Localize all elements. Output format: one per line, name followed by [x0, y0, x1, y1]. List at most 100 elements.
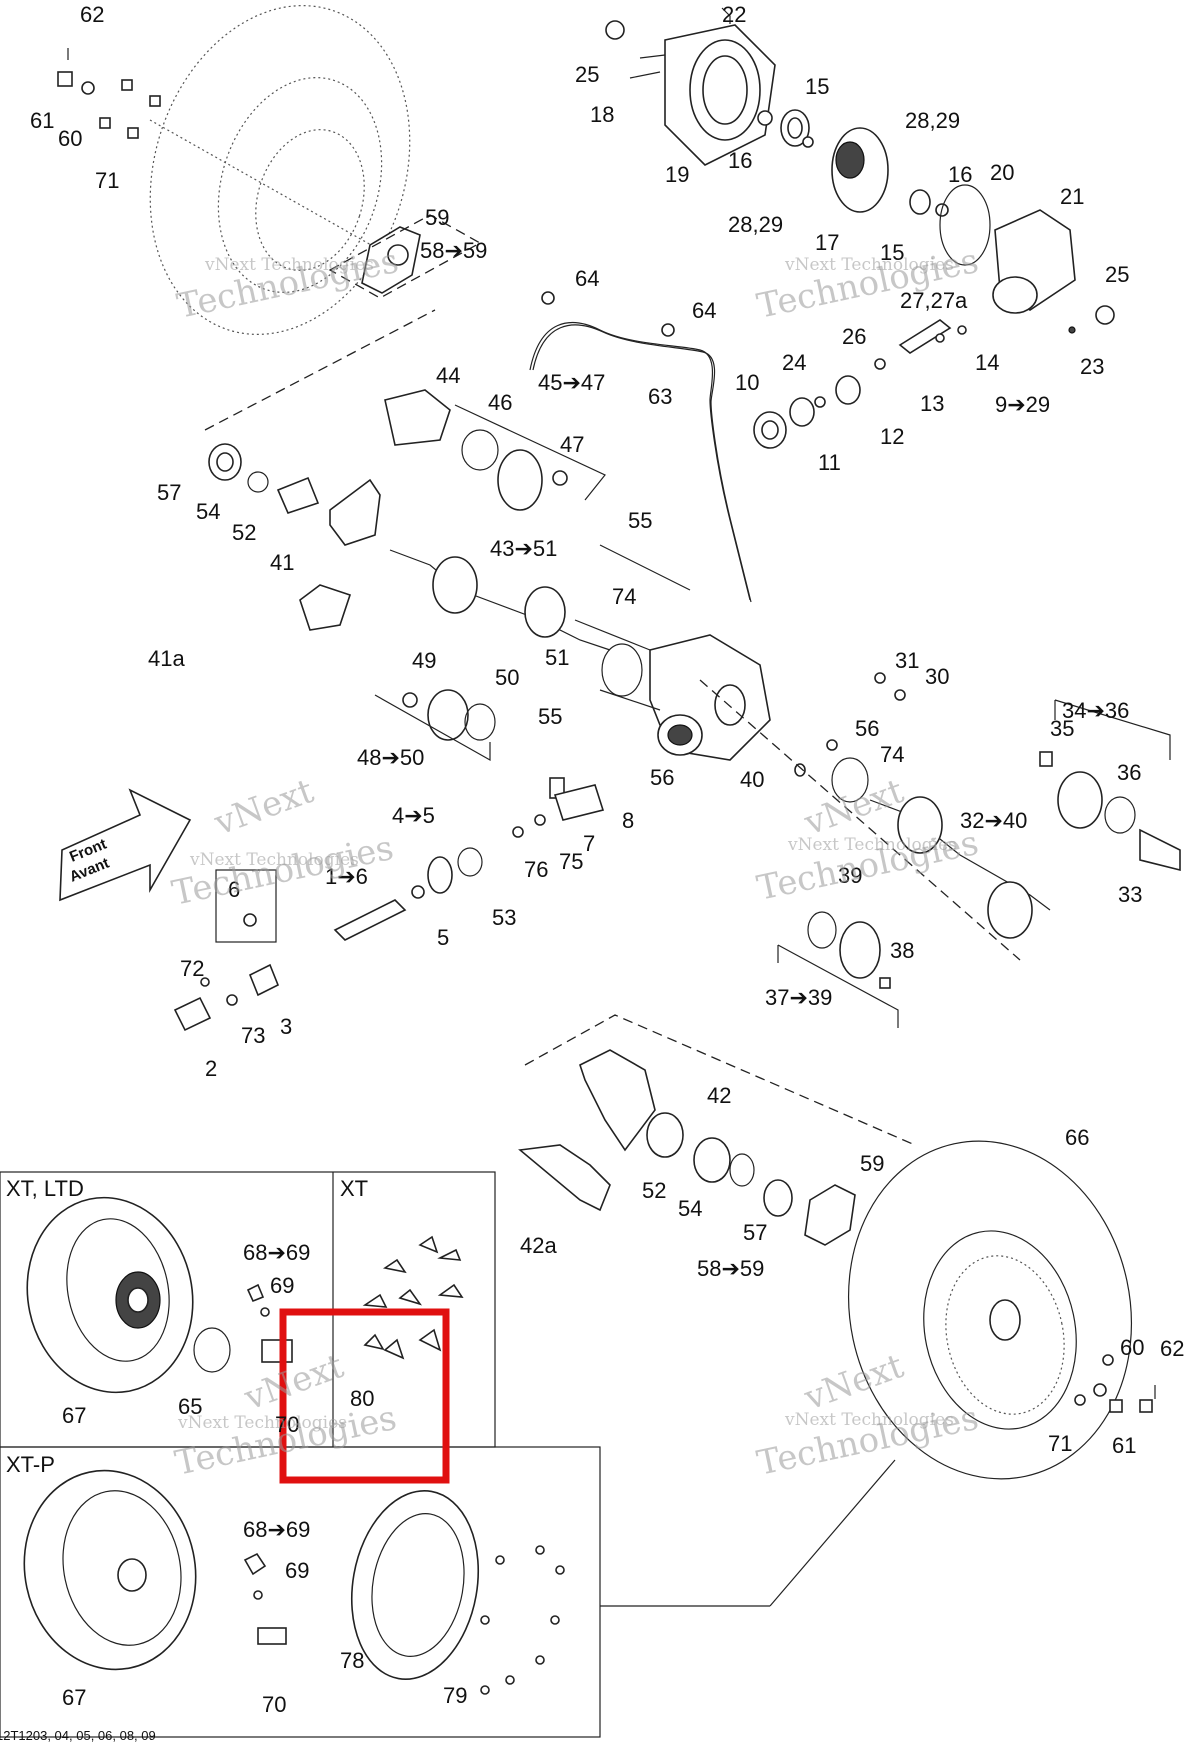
cv-boot-kit-left [374, 689, 496, 762]
callout-number: 12 [880, 424, 904, 449]
callout-number: 47 [560, 432, 584, 457]
callout-number: 68➔69 [243, 1517, 310, 1542]
callout-number: 62 [1160, 1336, 1184, 1361]
callout-number: 7 [583, 831, 595, 856]
ring-gear-17 [802, 127, 949, 217]
callout-number: 41a [148, 646, 185, 671]
callout-number: 64 [692, 298, 716, 323]
half-shaft-43 [389, 549, 651, 651]
callout-number: 60 [1120, 1335, 1144, 1360]
highlight-box [279, 1308, 450, 1484]
callout-number: 54 [678, 1196, 702, 1221]
callout-number: 67 [62, 1685, 86, 1710]
callout-number: 60 [58, 126, 82, 151]
o-ring-20 [939, 184, 991, 266]
front-housing-cover [605, 7, 776, 166]
callout-number: 50 [495, 665, 519, 690]
callout-number: 45➔47 [538, 370, 605, 395]
wheel-top-left [149, 5, 411, 335]
knuckle-lower-42 [518, 1014, 916, 1246]
callout-number: 42 [707, 1083, 731, 1108]
callout-number: 78 [340, 1648, 364, 1673]
box-title-xt-ltd: XT, LTD [6, 1176, 84, 1201]
callout-number: 68➔69 [243, 1240, 310, 1265]
pinion-shaft-13 [753, 319, 967, 449]
callout-number: 25 [1105, 262, 1129, 287]
callout-number: 58➔59 [697, 1256, 764, 1281]
prop-shaft-assembly [173, 777, 605, 1032]
bearings-16-15 [757, 109, 810, 147]
callout-number: 36 [1117, 760, 1141, 785]
callout-number: 71 [95, 168, 119, 193]
callout-number: 18 [590, 102, 614, 127]
callout-number: 16 [728, 148, 752, 173]
callout-number: 54 [196, 499, 220, 524]
callout-number: 56 [855, 716, 879, 741]
callout-number: 55 [538, 704, 562, 729]
callout-number: 42a [520, 1233, 557, 1258]
box-title-xt-p: XT-P [6, 1452, 55, 1477]
callout-number: 79 [443, 1683, 467, 1708]
callout-number: 31 [895, 648, 919, 673]
callout-number: 53 [492, 905, 516, 930]
callout-number: 69 [270, 1273, 294, 1298]
callout-number: 17 [815, 230, 839, 255]
cv-boot-kit-right [1039, 699, 1181, 872]
callout-number: 33 [1118, 882, 1142, 907]
callout-number: 65 [178, 1394, 202, 1419]
callout-number: 34➔36 [1062, 698, 1129, 723]
right-shaft-parts [699, 672, 1051, 961]
rim-xt-ltd [26, 1196, 293, 1394]
brake-line-63 [529, 291, 752, 603]
callout-number: 6 [228, 877, 240, 902]
watermark-11: vNext Technologies [784, 1410, 954, 1430]
callout-number: 61 [1112, 1433, 1136, 1458]
callout-number: 37➔39 [765, 985, 832, 1010]
drawing-code: 12T1203, 04, 05, 06, 08, 09 [0, 1728, 156, 1743]
callout-number: 67 [62, 1403, 86, 1428]
callout-number: 70 [262, 1692, 286, 1717]
wheel-nuts-top-left [57, 48, 161, 139]
callout-number: 1➔6 [325, 864, 368, 889]
rear-cover-21 [992, 209, 1115, 334]
callout-number: 40 [740, 767, 764, 792]
callout-number: 80 [350, 1386, 374, 1411]
xt-clips [362, 1235, 464, 1360]
callout-number: 56 [650, 765, 674, 790]
callout-number: 15 [880, 240, 904, 265]
cv-boot-kit-lower-right [777, 911, 899, 1028]
callout-number: 74 [612, 584, 636, 609]
callout-number: 70 [275, 1412, 299, 1437]
callout-number: 43➔51 [490, 536, 557, 561]
watermark-5: vNext Technologies [189, 850, 359, 870]
wheel-hub-top [328, 214, 482, 299]
callout-number: 58➔59 [420, 238, 487, 263]
callout-number: 28,29 [728, 212, 783, 237]
knuckle-upper-41 [204, 309, 436, 631]
callout-number: 49 [412, 648, 436, 673]
callout-number: 2 [205, 1056, 217, 1081]
watermark-9: vNext Technologies [177, 1413, 347, 1433]
watermark-6: Technologies [169, 828, 397, 914]
callout-number: 32➔40 [960, 808, 1027, 833]
callout-number: 62 [80, 2, 104, 27]
callout-number: 52 [232, 520, 256, 545]
callout-number: 4➔5 [392, 803, 435, 828]
callout-number: 13 [920, 391, 944, 416]
watermark-7: vNext Technologies [787, 835, 957, 855]
callout-number: 46 [488, 390, 512, 415]
callout-number: 61 [30, 108, 54, 133]
callout-number: 74 [880, 742, 904, 767]
box-title-xt: XT [340, 1176, 368, 1201]
differential-housing-9 [599, 544, 771, 761]
watermark-13: vNext [208, 771, 319, 844]
callout-number: 71 [1048, 1431, 1072, 1456]
callout-number: 5 [437, 925, 449, 950]
callout-number: 8 [622, 808, 634, 833]
callout-number: 19 [665, 162, 689, 187]
callout-number: 63 [648, 384, 672, 409]
callout-number: 48➔50 [357, 745, 424, 770]
